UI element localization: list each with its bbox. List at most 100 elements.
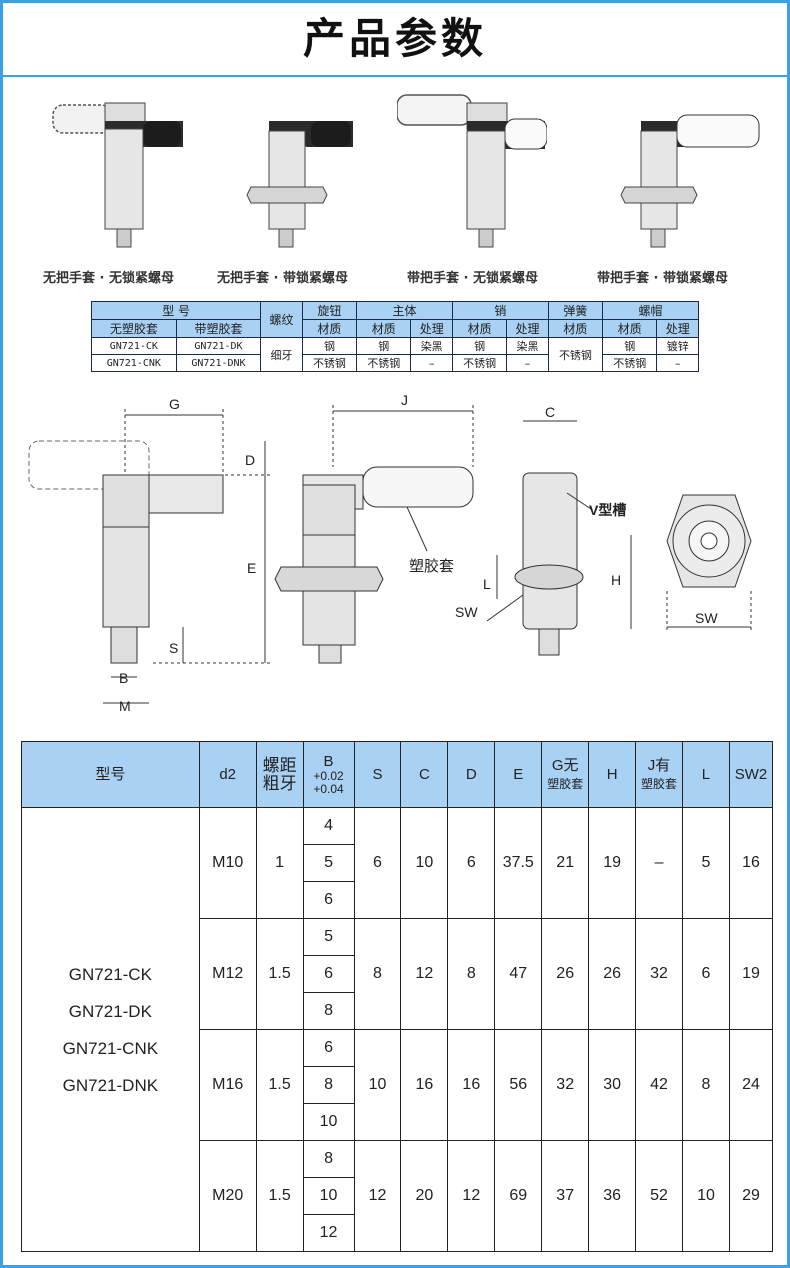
table-row: GN721-CK GN721-DK GN721-CNK GN721-DNK M1… xyxy=(21,807,774,1252)
spec-cell-d2: M12 xyxy=(198,918,257,1030)
spec-model-cell: GN721-CK GN721-DK GN721-CNK GN721-DNK xyxy=(21,807,200,1252)
spec-cell-H: 36 xyxy=(588,1140,637,1252)
table-row: GN721-CNK GN721-DNK 不锈钢 不锈钢 – 不锈钢 – 不锈钢 … xyxy=(91,354,699,372)
spec-cell-L: 5 xyxy=(682,807,730,919)
mat-head-body: 主体 xyxy=(356,301,453,320)
variant-caption: 无把手套 · 无锁紧螺母 xyxy=(43,271,174,286)
mat-cell: 钢 xyxy=(451,337,508,355)
spec-head-S: S xyxy=(353,741,402,808)
spec-cell-D: 12 xyxy=(447,1140,496,1252)
mat-head-with-cover: 带塑胶套 xyxy=(175,319,262,338)
spec-cell-SW2: 29 xyxy=(728,1140,774,1252)
spec-cell-pitch: 1 xyxy=(255,807,304,919)
variant-2-illustration xyxy=(246,121,353,248)
table-row: 8 xyxy=(22,1066,773,1104)
spec-cell-SW2: 24 xyxy=(728,1029,774,1141)
table-row: M20 1.5 8 12 20 12 69 37 36 52 10 29 xyxy=(22,1140,774,1252)
spec-cell-B: 4 xyxy=(302,807,355,845)
spec-model: GN721-CNK xyxy=(62,1038,159,1058)
spec-cell-B: 6 xyxy=(302,1029,355,1067)
label-v-groove: V型槽 xyxy=(589,502,626,518)
spec-cell-pitch: 1.5 xyxy=(255,918,304,1030)
dim-label-E: E xyxy=(247,560,256,576)
spec-cell-G: 32 xyxy=(541,1029,590,1141)
mat-cell: – xyxy=(506,354,549,372)
mat-head-treatment: 处理 xyxy=(656,319,699,338)
spec-table: 型号 d2 螺距 粗牙 B +0.02 +0.04 S C D E G无 塑胶套 xyxy=(21,741,774,1252)
dim-label-M: M xyxy=(119,698,131,714)
spec-cell-B: 8 xyxy=(302,1140,355,1178)
table-row: GN721-CK GN721-DK 细牙 钢 钢 染黑 钢 染黑 不锈钢 钢 镀… xyxy=(91,337,699,372)
drawing-side-view-2: J 塑胶套 xyxy=(274,395,474,664)
dim-label-SW-nut: SW xyxy=(695,610,718,626)
spec-model: GN721-CK xyxy=(68,964,152,984)
mat-cell: GN721-CK xyxy=(91,337,177,355)
spec-head-B-2: +0.02 xyxy=(313,769,344,783)
spec-cell-L: 10 xyxy=(682,1140,730,1252)
table-row: 6 xyxy=(22,881,773,919)
header-rule xyxy=(3,75,787,77)
spec-cell-B: 5 xyxy=(302,918,355,956)
spec-cell-J: – xyxy=(635,807,683,919)
table-row: M12 1.5 5 8 12 8 47 26 26 32 6 19 xyxy=(22,918,774,1030)
spec-cell-B: 10 xyxy=(302,1103,355,1141)
spec-cell-D: 6 xyxy=(447,807,496,919)
spec-cell-L: 8 xyxy=(682,1029,730,1141)
spec-head-pitch: 螺距 粗牙 xyxy=(255,741,304,808)
mat-cell: 钢 xyxy=(301,337,358,355)
mat-head-cap: 螺帽 xyxy=(602,301,699,320)
spec-cell-B: 10 xyxy=(302,1177,355,1215)
materials-table: 型 号 螺纹 旋钮 主体 销 弹簧 螺帽 无塑胶套 带塑胶套 材质 材质 处理 … xyxy=(90,301,699,372)
spec-cell-S: 12 xyxy=(353,1140,402,1252)
mat-head-material: 材质 xyxy=(547,319,604,338)
spec-head-D: D xyxy=(447,741,496,808)
mat-head-model: 型 号 xyxy=(90,301,262,320)
page-title: 产品参数 xyxy=(302,14,487,63)
drawing-front-view: C V型槽 H L SW xyxy=(455,404,632,656)
spec-cell-C: 12 xyxy=(400,918,449,1030)
table-row: M16 1.5 6 10 16 16 56 32 30 42 8 24 xyxy=(22,1029,774,1141)
spec-cell-B: 8 xyxy=(302,1066,355,1104)
mat-cell-spring: 不锈钢 xyxy=(547,337,604,372)
spec-cell-B: 6 xyxy=(302,955,355,993)
mat-cell: 钢 xyxy=(602,337,658,355)
mat-cell: 染黑 xyxy=(410,337,453,355)
spec-cell-pitch: 1.5 xyxy=(255,1140,304,1252)
spec-head-J: J有 塑胶套 xyxy=(635,741,683,808)
spec-model: GN721-DK xyxy=(68,1001,152,1021)
variant-3-illustration xyxy=(397,94,547,248)
spec-cell-d2: M20 xyxy=(198,1140,257,1252)
table-row: 8 xyxy=(22,992,773,1030)
spec-head-d2: d2 xyxy=(198,741,257,808)
mat-head-material: 材质 xyxy=(451,319,508,338)
spec-head-B: B +0.02 +0.04 xyxy=(302,741,355,808)
mat-cell: 不锈钢 xyxy=(356,354,412,372)
table-row: 10 xyxy=(22,1177,773,1215)
spec-head-L: L xyxy=(682,741,730,808)
label-plastic-sleeve: 塑胶套 xyxy=(409,558,454,575)
spec-model: GN721-DNK xyxy=(62,1075,159,1095)
spec-cell-S: 10 xyxy=(353,1029,402,1141)
spec-head-J-1: J有 xyxy=(647,756,671,774)
dimension-drawings: G D E S B M J 塑胶套 C V型槽 xyxy=(28,395,752,714)
dim-label-G: G xyxy=(169,396,180,412)
mat-head-knob: 旋钮 xyxy=(301,301,358,320)
spec-cell-E: 37.5 xyxy=(494,807,543,919)
spec-head-B-3: +0.04 xyxy=(313,782,344,796)
spec-cell-S: 8 xyxy=(353,918,402,1030)
mat-cell: 不锈钢 xyxy=(451,354,508,372)
spec-cell-B: 6 xyxy=(302,881,355,919)
spec-head-pitch-2: 粗牙 xyxy=(262,773,297,793)
spec-cell-SW2: 19 xyxy=(728,918,774,1030)
spec-cell-D: 16 xyxy=(447,1029,496,1141)
spec-cell-E: 47 xyxy=(494,918,543,1030)
mat-cell: – xyxy=(410,354,453,372)
spec-head-G-2: 塑胶套 xyxy=(547,776,584,791)
spec-head-B-1: B xyxy=(323,753,334,770)
table-row: 6 xyxy=(22,955,773,993)
variant-caption: 带把手套 · 无锁紧螺母 xyxy=(407,271,538,286)
spec-head-SW2: SW2 xyxy=(728,741,774,808)
mat-cell-thread: 细牙 xyxy=(260,337,303,372)
mat-head-thread: 螺纹 xyxy=(260,301,303,338)
mat-head-spring: 弹簧 xyxy=(547,301,604,320)
